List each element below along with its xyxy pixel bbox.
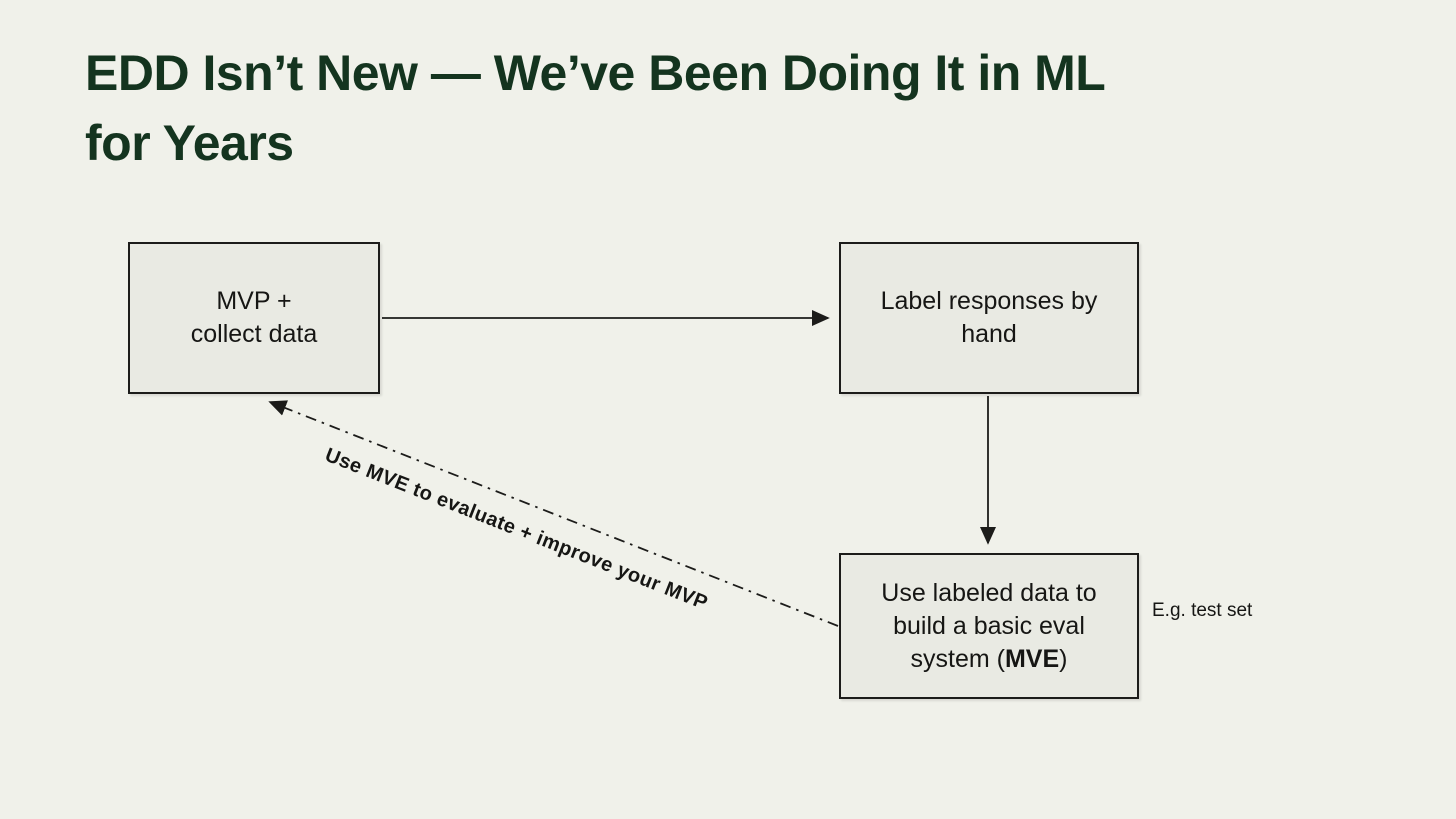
side-note-test-set: E.g. test set bbox=[1152, 600, 1253, 621]
arrow-feedback-loop-icon bbox=[268, 400, 839, 627]
flow-box-mvp-collect-data: MVP + collect data bbox=[128, 242, 380, 394]
flow-box-mvp-line-2: collect data bbox=[190, 320, 318, 348]
feedback-loop-label: Use MVE to evaluate + improve your MVP bbox=[321, 444, 711, 615]
flow-box-eval-system-text: Use labeled data to build a basic eval s… bbox=[859, 577, 1119, 676]
slide-title: EDD Isn’t New — We’ve Been Doing It in M… bbox=[85, 38, 1106, 178]
eval-system-emphasis: MVE bbox=[1004, 644, 1060, 673]
flow-box-mvp-line-1: MVP + bbox=[216, 287, 292, 315]
flow-box-label-responses: Label responses by hand bbox=[839, 242, 1139, 394]
slide-title-line-2: for Years bbox=[85, 115, 294, 171]
eval-system-text-before: Use labeled data to build a basic eval s… bbox=[881, 578, 1097, 673]
slide-title-line-1: EDD Isn’t New — We’ve Been Doing It in M… bbox=[85, 45, 1106, 101]
flow-box-eval-system: Use labeled data to build a basic eval s… bbox=[839, 553, 1139, 699]
eval-system-text-after: ) bbox=[1059, 644, 1068, 673]
flow-box-label-responses-text: Label responses by hand bbox=[880, 287, 1098, 348]
